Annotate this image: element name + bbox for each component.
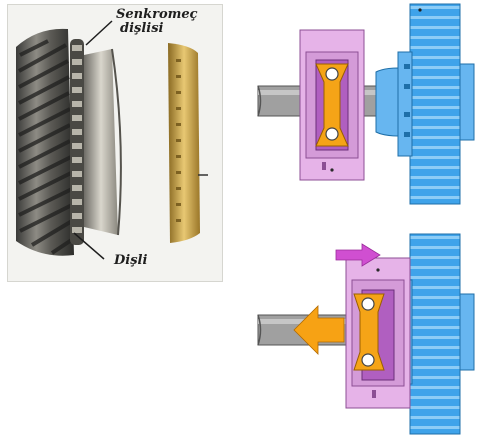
synchro-teeth-ring — [70, 39, 84, 245]
sleeve-bottom — [345, 257, 411, 409]
gear-bottom — [409, 233, 461, 435]
leader-gear — [73, 232, 105, 260]
synchro-cone-top — [375, 67, 399, 137]
synchronizer-photo — [7, 4, 223, 282]
detent-ball-top-lower — [325, 127, 339, 141]
detent-ball-bottom-lower — [361, 353, 375, 367]
arrow-left-icon — [293, 305, 345, 355]
sleeve-top — [299, 29, 365, 181]
helical-gear — [16, 28, 75, 256]
label-gear: Dişli — [114, 253, 148, 268]
gear-photo-illustration — [16, 20, 208, 260]
leader-synchro — [85, 20, 113, 46]
cone-hub — [84, 49, 118, 235]
label-synchro-gear-line1: Senkromeç — [116, 7, 198, 22]
label-synchro-gear: Senkromeç dişlisi — [116, 8, 198, 36]
diagram-engaging — [257, 233, 475, 435]
detent-ball-bottom-upper — [361, 297, 375, 311]
gear-top — [409, 3, 461, 205]
diagram-neutral — [257, 3, 475, 205]
arrow-right-icon — [335, 243, 381, 267]
spring-bottom — [353, 293, 385, 371]
dog-teeth-top — [397, 51, 413, 157]
brass-synchro-ring — [168, 43, 208, 243]
label-synchro-gear-line2: dişlisi — [120, 21, 164, 36]
detent-ball-top-upper — [325, 67, 339, 81]
spring-top — [315, 63, 349, 147]
